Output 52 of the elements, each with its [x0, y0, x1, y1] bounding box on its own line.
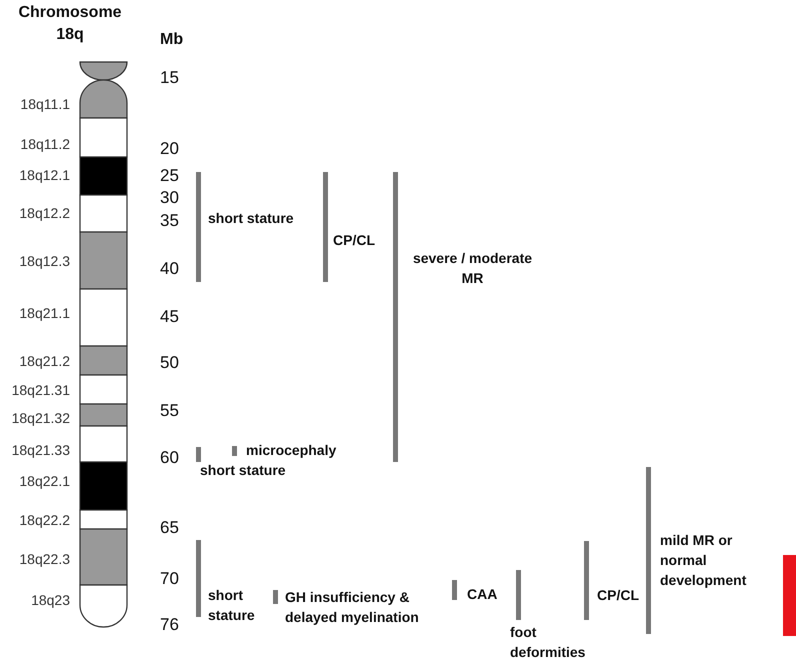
band-label: 18q11.2 — [19, 137, 70, 151]
position-label: 20 — [160, 140, 179, 157]
band-label: 18q12.1 — [18, 168, 70, 182]
phenotype-label: short stature — [200, 461, 286, 480]
position-label: 76 — [160, 616, 179, 633]
phenotype-label: short stature — [208, 586, 256, 625]
range-bar — [646, 467, 651, 634]
band-label: 18q22.2 — [18, 513, 70, 527]
range-bar — [584, 541, 589, 620]
phenotype-label: CP/CL — [333, 231, 375, 250]
range-bar — [196, 172, 201, 282]
range-bar — [393, 172, 398, 462]
position-label: 50 — [160, 354, 179, 371]
band-label: 18q22.3 — [18, 552, 70, 566]
phenotype-label: severe / moderate MR — [412, 249, 534, 288]
position-label: 40 — [160, 260, 179, 277]
range-bar — [232, 446, 237, 456]
band-label: 18q11.1 — [19, 97, 70, 111]
title: Chromosome 18q — [17, 3, 123, 45]
position-label: 35 — [160, 212, 179, 229]
axis-unit-label: Mb — [160, 32, 184, 48]
range-bar — [783, 555, 796, 636]
band-label: 18q12.3 — [18, 254, 70, 268]
position-label: 25 — [160, 167, 179, 184]
position-label: 45 — [160, 308, 179, 325]
range-bar — [452, 580, 457, 600]
phenotype-label: microcephaly — [246, 441, 336, 460]
band-label: 18q22.1 — [18, 474, 70, 488]
position-label: 55 — [160, 402, 179, 419]
position-label: 60 — [160, 449, 179, 466]
band-label: 18q21.1 — [18, 306, 70, 320]
position-label: 70 — [160, 570, 179, 587]
range-bar — [516, 570, 521, 620]
band-label: 18q23 — [30, 593, 70, 607]
band-label: 18q12.2 — [18, 206, 70, 220]
phenotype-label: CP/CL — [597, 586, 639, 605]
phenotype-label: foot deformities — [510, 623, 586, 659]
range-bar — [196, 540, 201, 617]
band-label: 18q21.33 — [10, 443, 70, 457]
phenotype-label: short stature — [208, 209, 294, 228]
range-bar — [196, 447, 201, 462]
band-label: 18q21.32 — [10, 411, 70, 425]
band-label: 18q21.2 — [18, 354, 70, 368]
position-label: 15 — [160, 69, 179, 86]
band-label: 18q21.31 — [10, 383, 70, 397]
position-label: 30 — [160, 189, 179, 206]
position-label: 65 — [160, 519, 179, 536]
range-bar — [273, 590, 278, 604]
phenotype-label: GH insufficiency & delayed myelination — [285, 588, 420, 627]
phenotype-label: mild MR or normal development — [660, 531, 748, 590]
range-bar — [323, 172, 328, 282]
phenotype-label: CAA — [467, 585, 498, 604]
